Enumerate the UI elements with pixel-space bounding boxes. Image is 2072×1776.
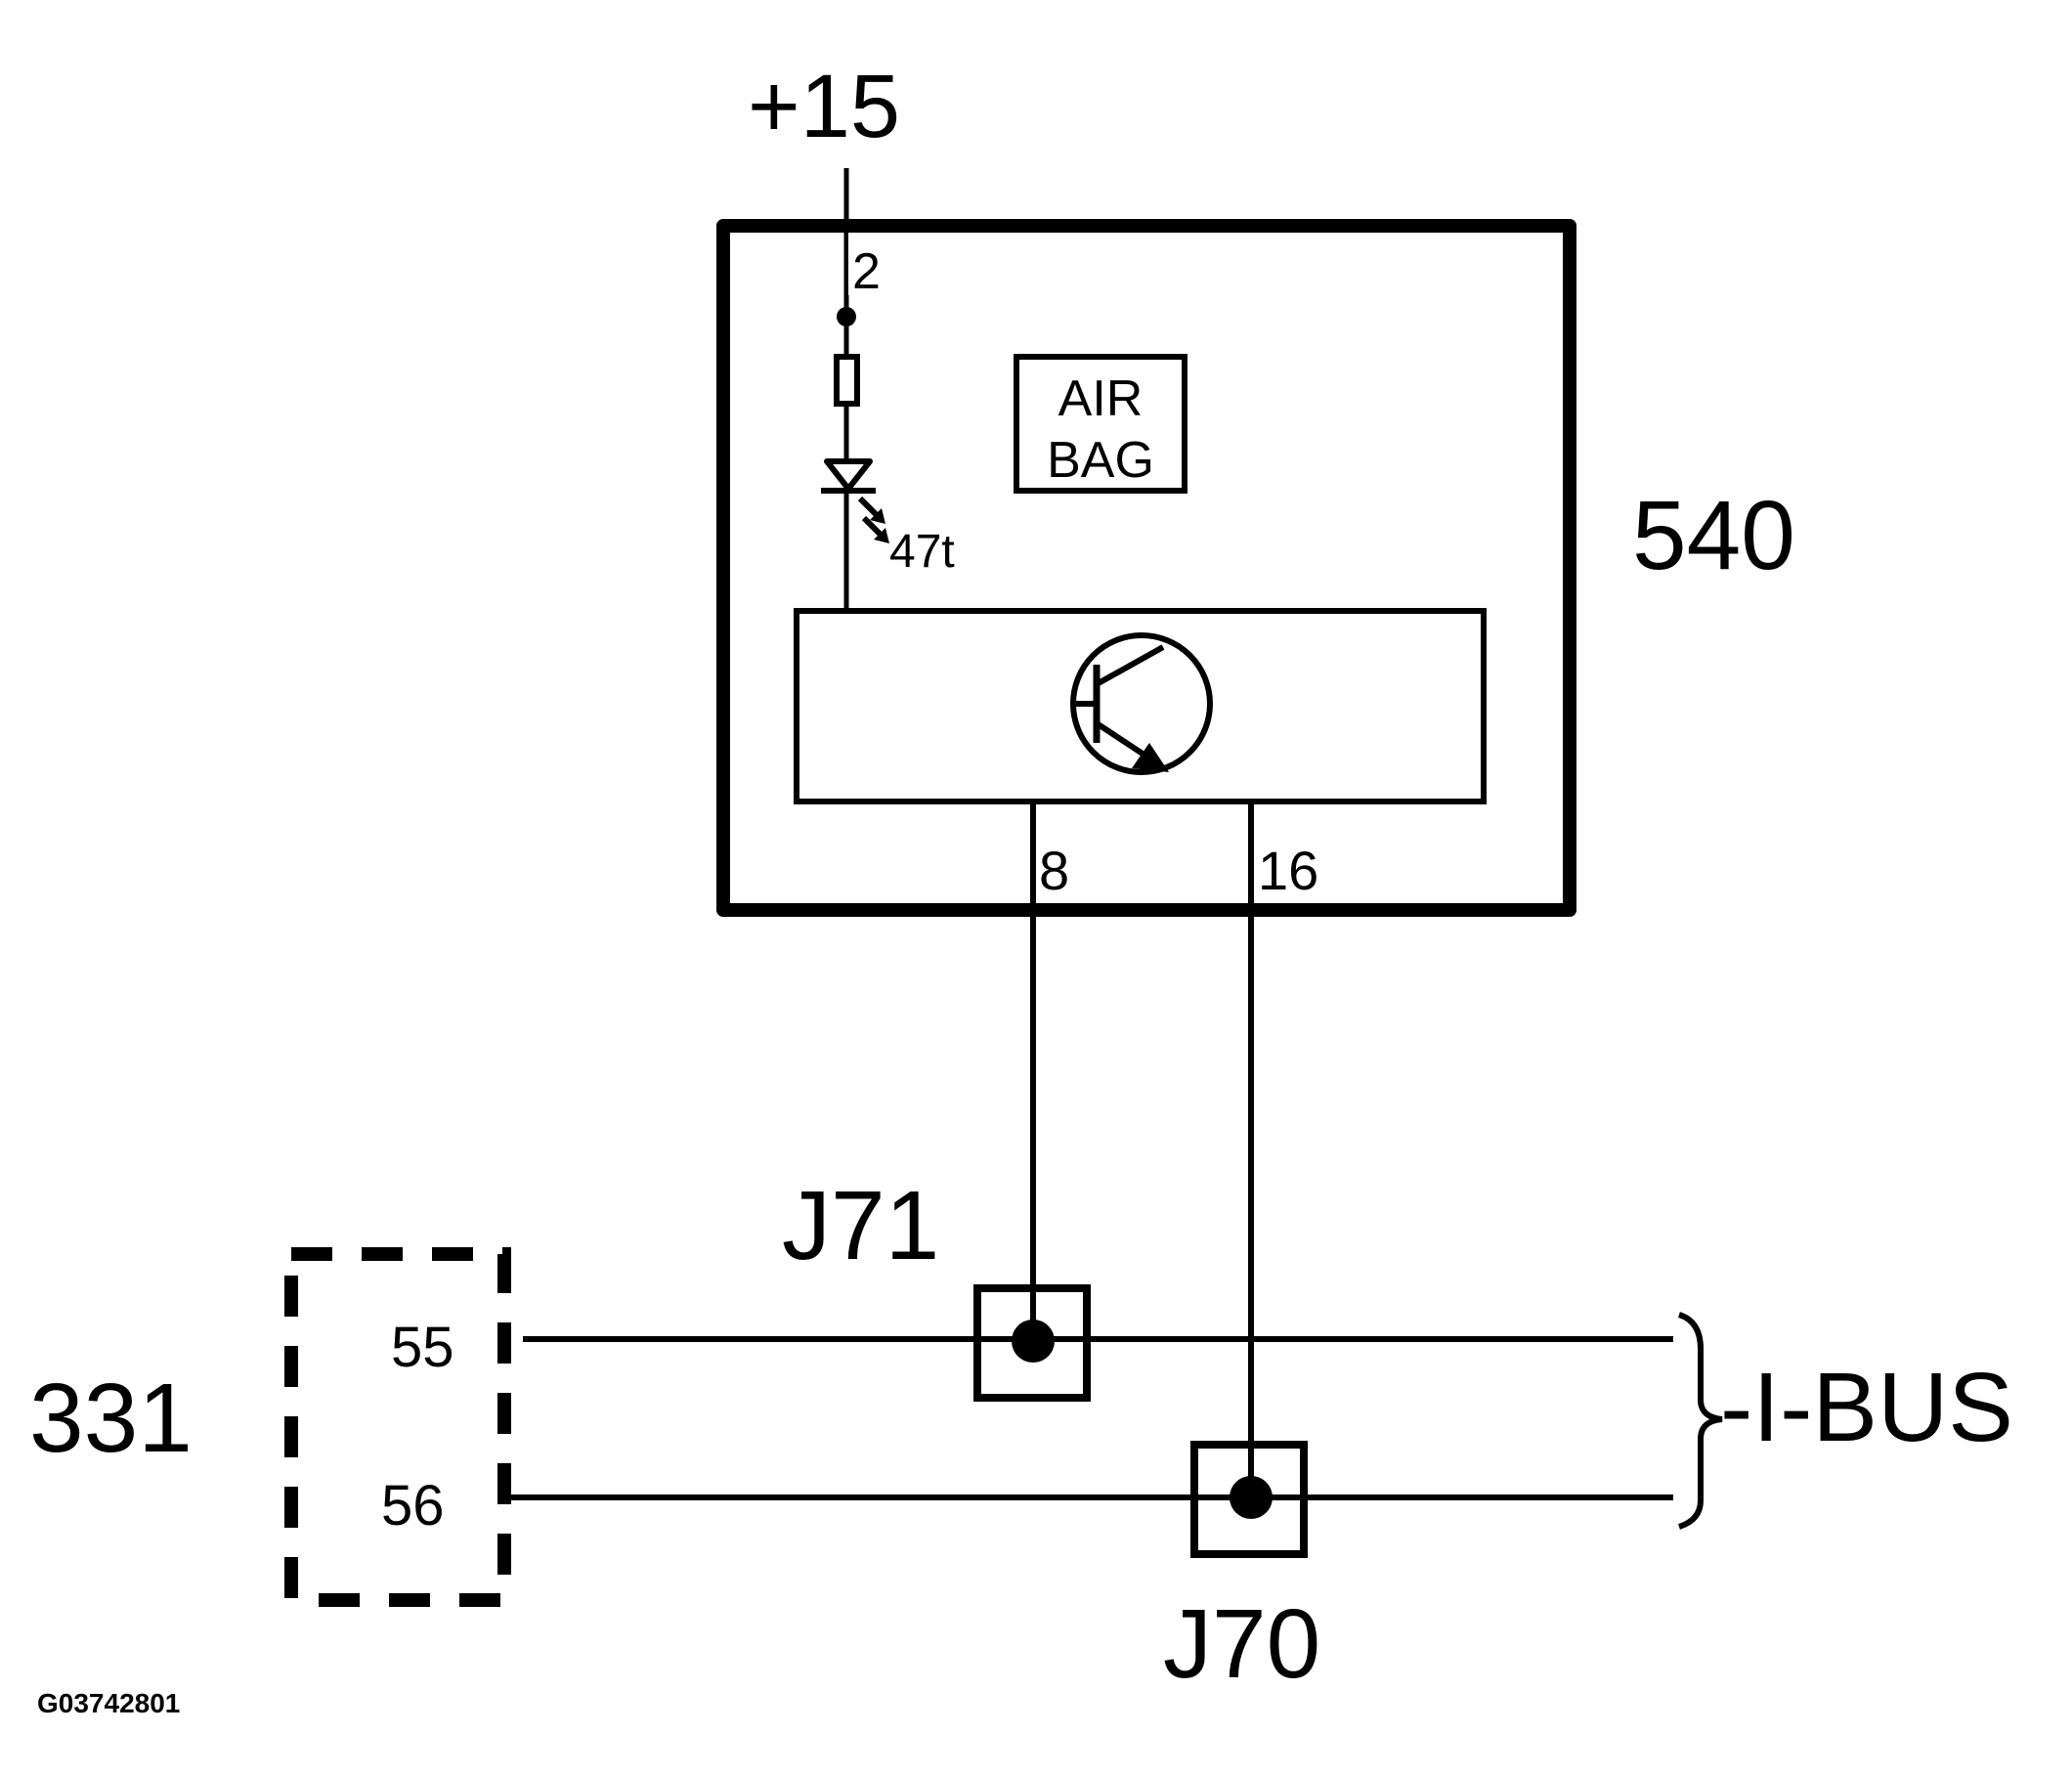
supply-label: +15 [748, 57, 900, 156]
module-540-housing [716, 219, 1576, 917]
figure-code: G03742801 [37, 1688, 180, 1718]
airbag-indicator-box [1014, 354, 1187, 494]
pin-55-label: 55 [391, 1316, 454, 1379]
pin-8-label: 8 [1039, 840, 1069, 901]
controller-331-label: 331 [29, 1364, 193, 1473]
pin-2-label-bg [848, 233, 889, 295]
pin-56-label: 56 [381, 1474, 445, 1538]
connection-dot [837, 307, 856, 326]
junction-j70-box [1190, 1441, 1308, 1558]
junction-j71-box [973, 1284, 1091, 1402]
pin-8-label-bg [1036, 836, 1077, 902]
module-540-label: 540 [1632, 481, 1795, 590]
transistor-icon [1070, 632, 1213, 775]
resistor-icon [834, 354, 860, 407]
junction-j71-dot [1012, 1320, 1055, 1363]
bus-brace [1677, 1312, 1723, 1530]
airbag-label-line1: AIR [1058, 370, 1144, 427]
junction-j71-label: J71 [782, 1171, 939, 1280]
airbag-label-line2: BAG [1047, 432, 1154, 489]
bus-label: -I-BUS [1720, 1353, 2013, 1462]
pin-47t-label: 47t [889, 526, 955, 578]
controller-331-housing [284, 1247, 511, 1607]
pin-16-label-bg [1254, 836, 1328, 902]
led-icon [821, 458, 889, 543]
junction-j70-dot [1230, 1476, 1273, 1519]
pin-2-label: 2 [852, 243, 881, 300]
junction-j70-label: J70 [1163, 1589, 1320, 1699]
pin-16-label: 16 [1258, 840, 1318, 901]
